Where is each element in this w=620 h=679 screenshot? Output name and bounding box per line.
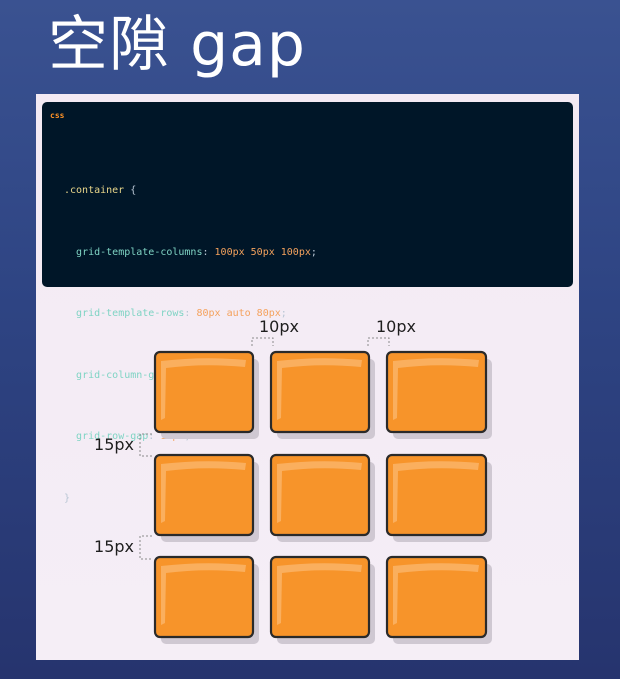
cell-body (269, 555, 371, 639)
grid-cell (385, 350, 492, 439)
code-language-label: css (50, 111, 65, 120)
column-gap-label: 10px (376, 317, 416, 336)
cell-highlight (277, 461, 362, 523)
row-gap-label: 15px (94, 537, 134, 556)
grid-cell (385, 453, 492, 542)
column-gap-label: 10px (259, 317, 299, 336)
grid-cell (153, 555, 259, 644)
code-selector: .container (64, 185, 125, 196)
column-gap-bracket (367, 337, 390, 346)
cell-highlight (277, 563, 362, 625)
grid-cell (153, 453, 259, 542)
grid-cell (153, 350, 259, 439)
code-line-selector: .container { (64, 181, 317, 202)
cell-highlight (161, 358, 246, 420)
code-line-close: } (64, 489, 317, 510)
row-gap-label: 15px (94, 435, 134, 454)
code-line: grid-template-rows: 80px auto 80px; (76, 308, 287, 319)
row-gap-bracket (139, 535, 152, 560)
gap-brackets (139, 337, 390, 560)
grid-cell (385, 555, 492, 644)
row-gap-bracket (139, 433, 152, 457)
column-gap-bracket (251, 337, 274, 346)
cell-highlight (393, 461, 479, 523)
grid-cell (269, 555, 375, 644)
code-close-brace: } (64, 492, 71, 504)
grid-cells (153, 350, 492, 644)
slide-title: 空隙 gap (48, 10, 307, 80)
code-property: grid-row-gap (76, 431, 149, 442)
cell-body (385, 453, 488, 537)
cell-highlight (161, 563, 246, 625)
cell-body (269, 350, 371, 434)
cell-body (153, 453, 255, 537)
code-property: grid-template-columns (76, 246, 203, 258)
grid-gap-diagram: 10px 10px 15px 15px (94, 317, 492, 644)
cell-highlight (393, 358, 479, 420)
cell-body (153, 350, 255, 434)
grid-cell (269, 453, 375, 542)
grid-cell (269, 350, 375, 439)
cell-highlight (161, 461, 246, 523)
cell-body (385, 555, 488, 639)
code-property: grid-template-rows (76, 308, 185, 319)
code-open-brace: { (130, 185, 137, 196)
content-panel: css .container { grid-template-columns: … (36, 94, 579, 660)
cell-highlight (393, 563, 479, 625)
cell-highlight (277, 358, 362, 420)
cell-body (153, 555, 255, 639)
cell-body (385, 350, 488, 434)
code-line: grid-template-columns: 100px 50px 100px; (76, 246, 317, 258)
code-value: 80px auto 80px (196, 308, 281, 319)
code-property: grid-column-gap (76, 369, 167, 381)
cell-body (269, 453, 371, 537)
code-value: 100px 50px 100px (214, 246, 311, 258)
